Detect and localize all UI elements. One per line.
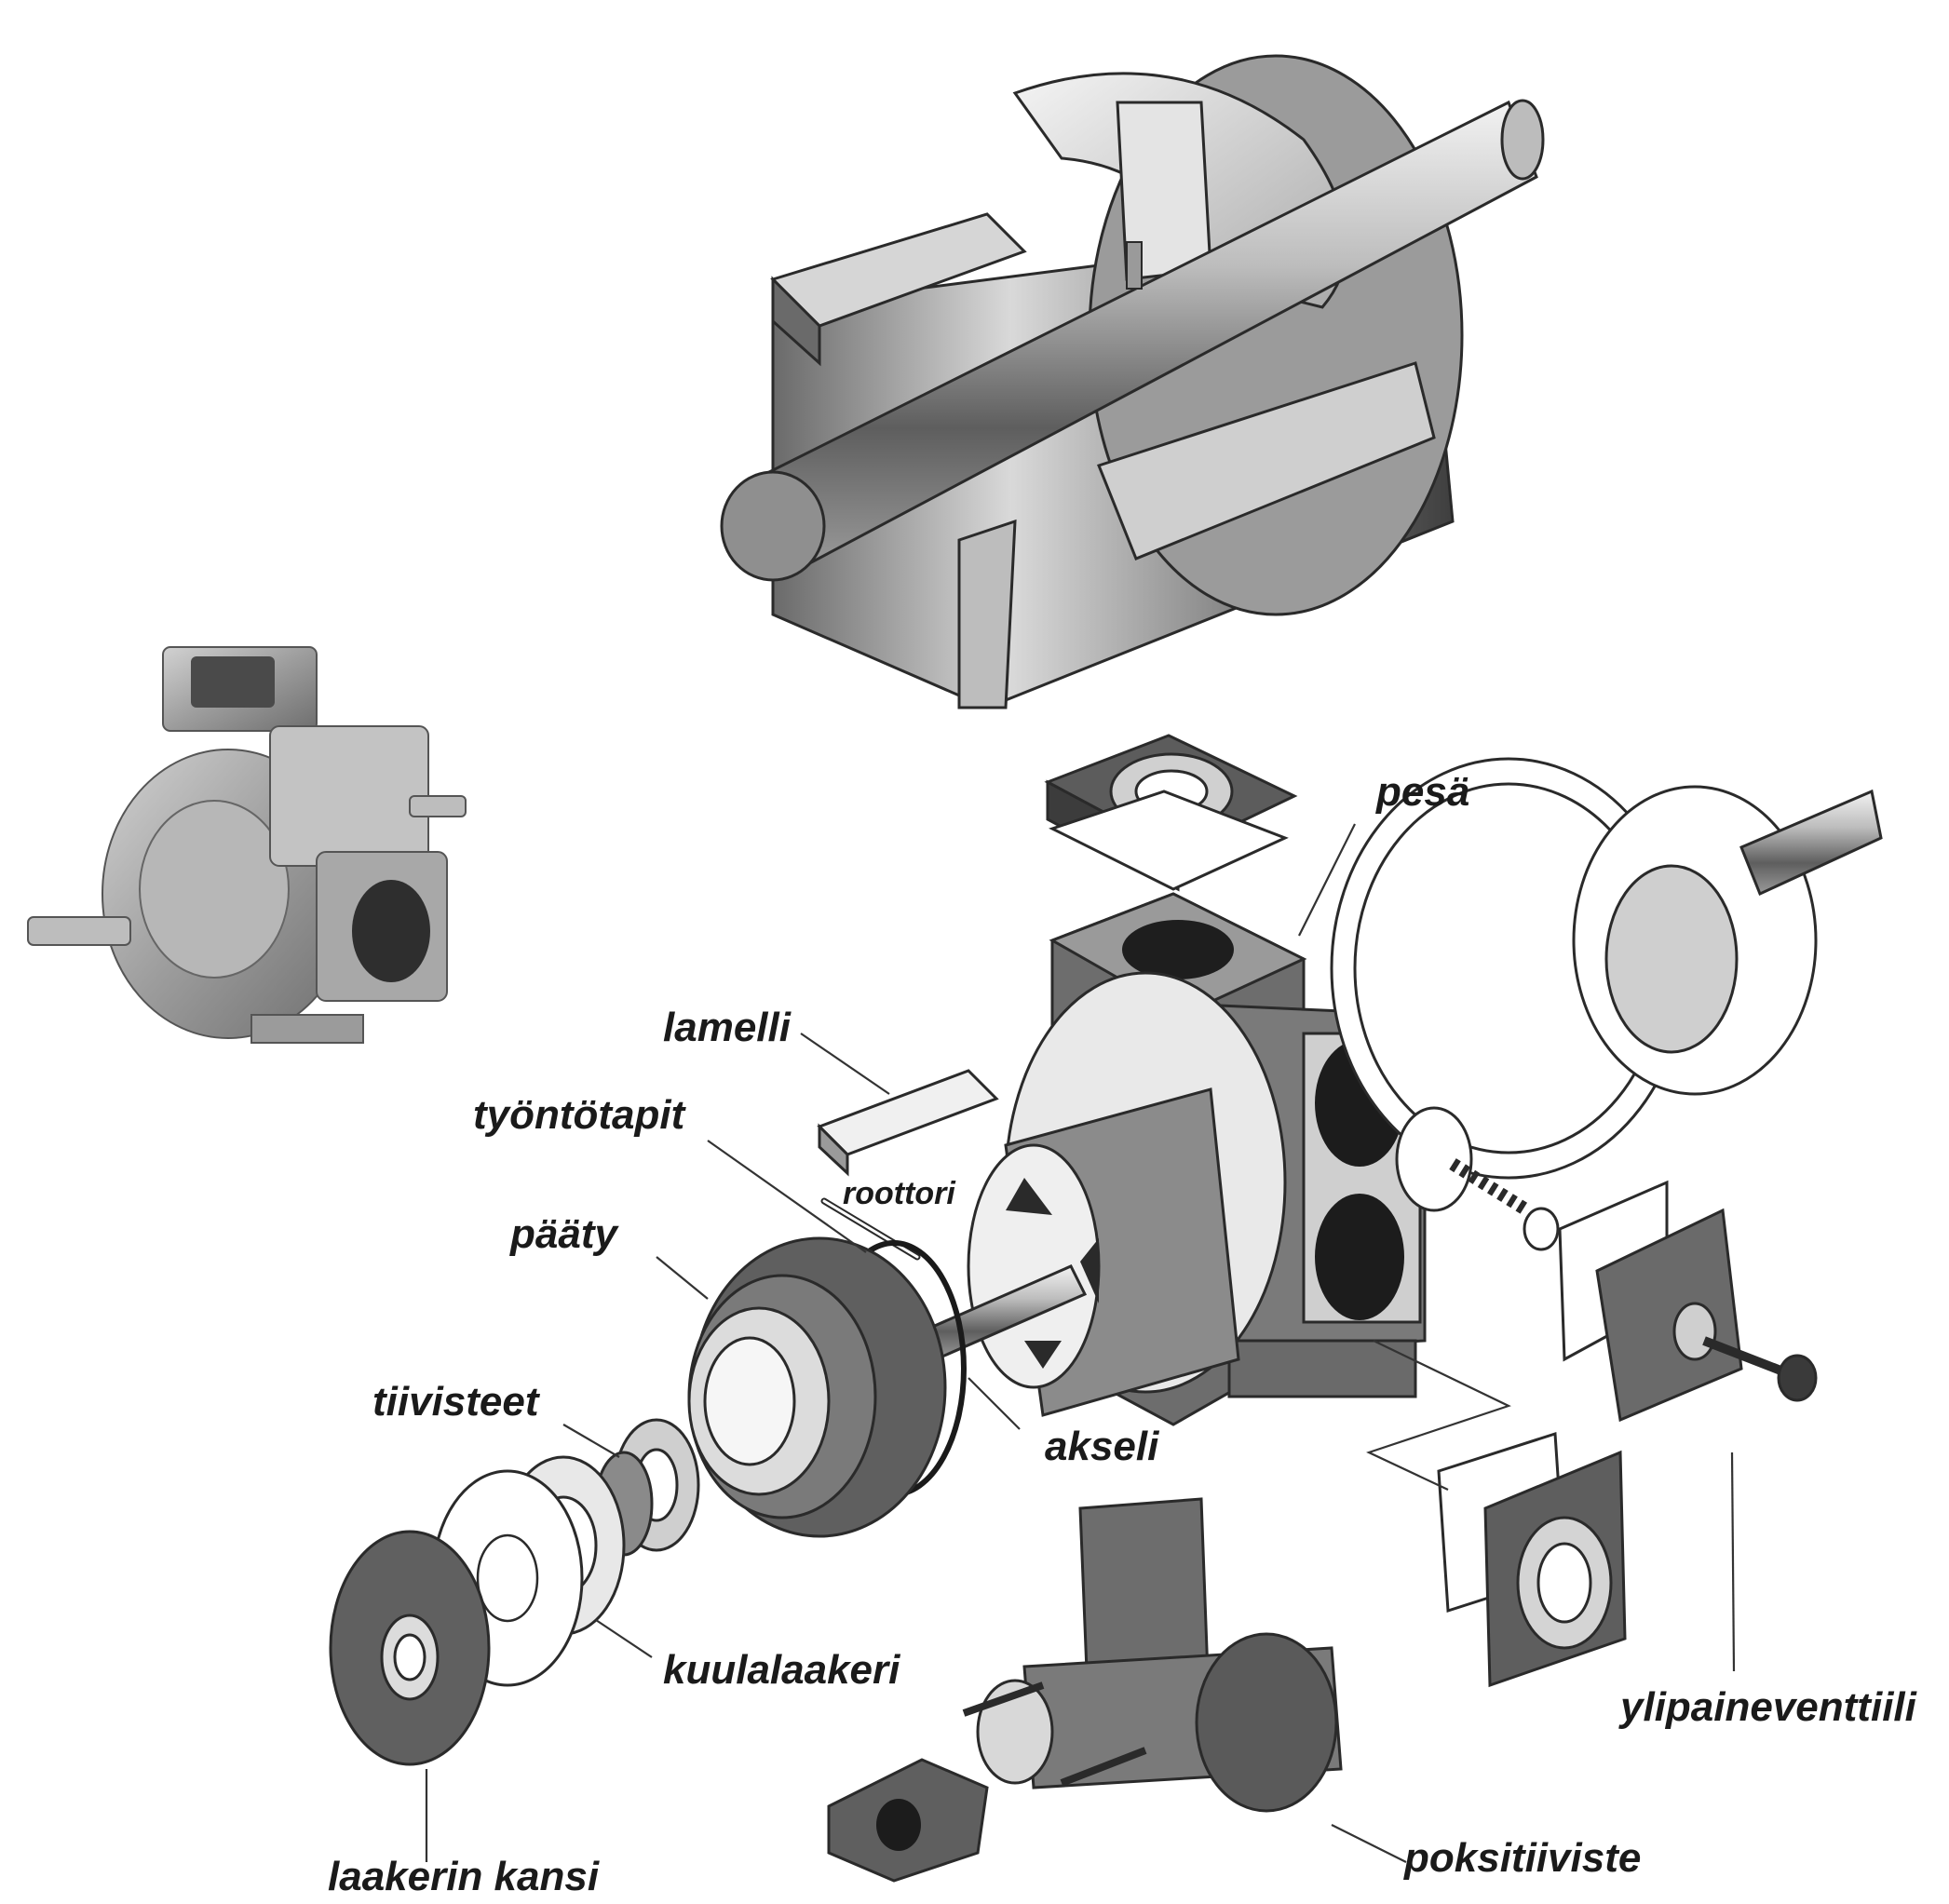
push-pin	[820, 1197, 921, 1261]
relief-valve-cover	[1558, 1180, 1818, 1423]
outlet-flange	[1437, 1431, 1627, 1688]
label-pesa: pesä	[1375, 769, 1469, 815]
label-tyontotapit: työntötapit	[473, 1092, 687, 1138]
end-cover	[687, 1236, 947, 1538]
mechanical-seal-assembly	[1330, 757, 1883, 1251]
label-ylipaineventtiili: ylipaineventtiili	[1618, 1684, 1917, 1730]
stuffing-box	[827, 1497, 1343, 1883]
label-poksitiiviste: poksitiiviste	[1403, 1835, 1641, 1881]
rotor-cutaway-illustration	[720, 54, 1545, 709]
label-paaty: pääty	[509, 1211, 619, 1257]
label-akseli: akseli	[1045, 1424, 1159, 1469]
label-laakerin-kansi: laakerin kansi	[328, 1854, 600, 1899]
label-kuulalaakeri: kuulalaakeri	[663, 1647, 900, 1693]
assembled-pump-photo	[27, 646, 467, 1044]
vane	[817, 1069, 999, 1177]
label-tiivisteet: tiivisteet	[372, 1379, 541, 1425]
bearing-cover	[329, 1530, 491, 1766]
inlet-gasket	[1049, 790, 1289, 891]
label-lamelli: lamelli	[663, 1005, 792, 1050]
leader-lines	[425, 823, 1736, 1863]
label-roottori: roottori	[843, 1176, 956, 1211]
